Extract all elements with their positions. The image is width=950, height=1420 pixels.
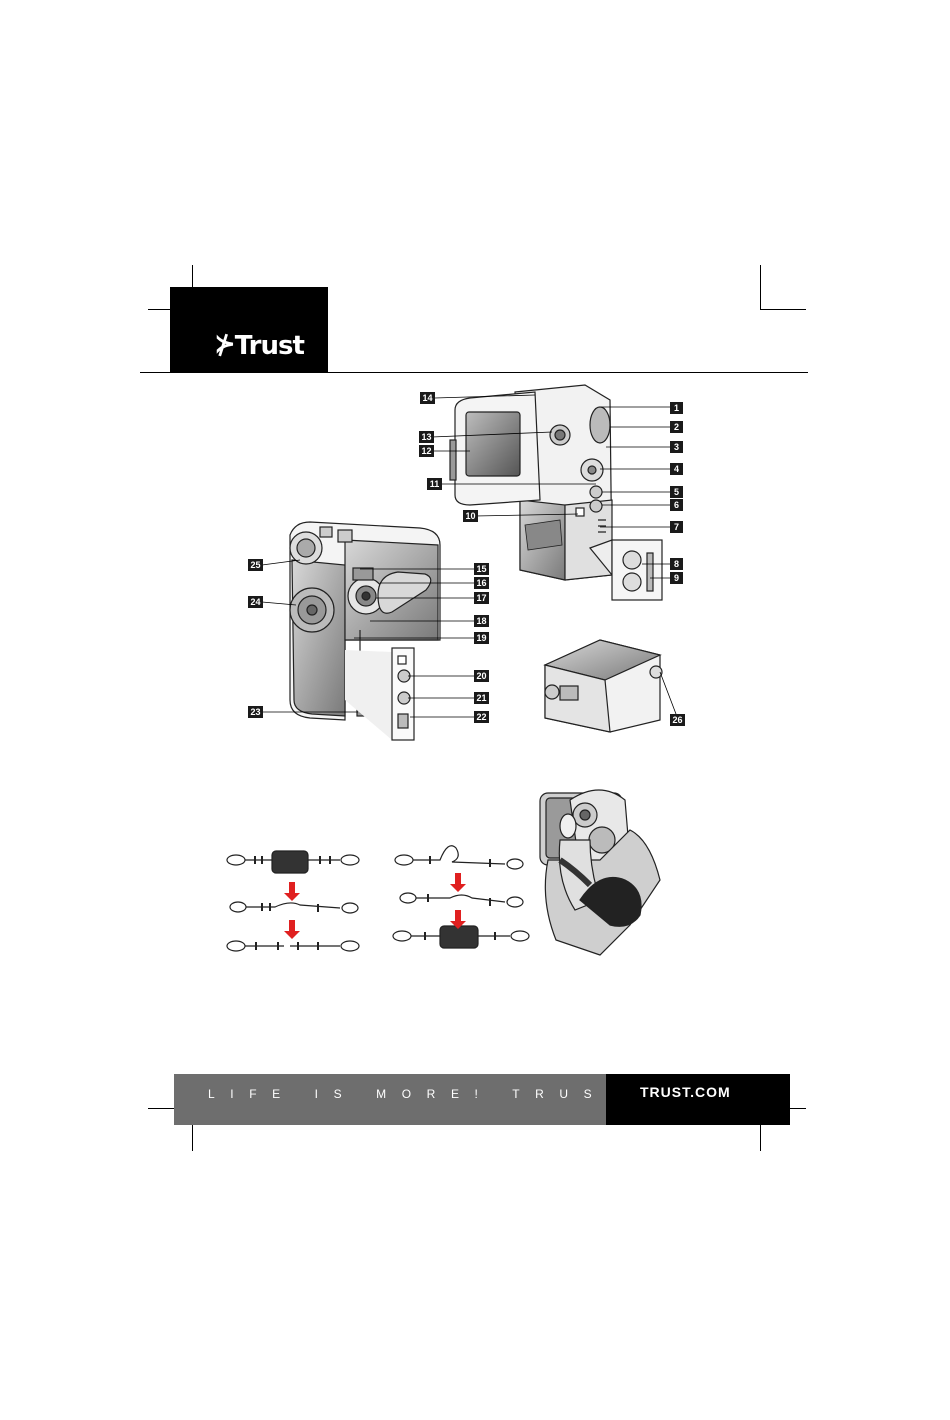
svg-text:11: 11 (430, 479, 440, 489)
callout-7: 7 (670, 521, 683, 533)
svg-text:16: 16 (476, 578, 486, 588)
svg-text:8: 8 (674, 559, 679, 569)
callout-25: 25 (248, 559, 263, 571)
svg-text:7: 7 (674, 522, 679, 532)
callout-15: 15 (474, 563, 489, 575)
callout-1: 1 (670, 402, 683, 414)
callout-19: 19 (474, 632, 489, 644)
footer-url[interactable]: TRUST.COM (640, 1083, 731, 1101)
svg-text:2: 2 (674, 422, 679, 432)
callout-5: 5 (670, 486, 683, 498)
svg-text:13: 13 (421, 432, 431, 442)
callout-12: 12 (419, 445, 434, 457)
svg-text:12: 12 (421, 446, 431, 456)
svg-text:15: 15 (476, 564, 486, 574)
callout-23: 23 (248, 706, 263, 718)
callout-8: 8 (670, 558, 683, 570)
callout-4: 4 (670, 463, 683, 475)
camera-base-view (545, 640, 662, 732)
svg-text:21: 21 (476, 693, 486, 703)
svg-text:20: 20 (476, 671, 486, 681)
callout-16: 16 (474, 577, 489, 589)
callout-22: 22 (474, 711, 489, 723)
svg-text:1: 1 (674, 403, 679, 413)
callout-21: 21 (474, 692, 489, 704)
svg-text:10: 10 (465, 511, 475, 521)
camera-rear-view (450, 385, 612, 580)
svg-text:25: 25 (250, 560, 260, 570)
svg-text:6: 6 (674, 500, 679, 510)
svg-text:18: 18 (476, 616, 486, 626)
callout-9: 9 (670, 572, 683, 584)
svg-text:3: 3 (674, 442, 679, 452)
svg-text:19: 19 (476, 633, 486, 643)
svg-text:26: 26 (672, 715, 682, 725)
callout-6: 6 (670, 499, 683, 511)
strap-steps-middle (393, 846, 529, 948)
callout-26: 26 (670, 714, 685, 726)
callout-3: 3 (670, 441, 683, 453)
callout-2: 2 (670, 421, 683, 433)
svg-text:23: 23 (250, 707, 260, 717)
callout-18: 18 (474, 615, 489, 627)
callout-14: 14 (420, 392, 435, 404)
callout-20: 20 (474, 670, 489, 682)
callout-13: 13 (419, 431, 434, 443)
connector-panel-inset (345, 648, 414, 740)
svg-text:5: 5 (674, 487, 679, 497)
callout-10: 10 (463, 510, 478, 522)
svg-text:24: 24 (250, 597, 260, 607)
strap-arrows-middle (450, 873, 466, 929)
svg-text:4: 4 (674, 464, 679, 474)
svg-text:14: 14 (422, 393, 432, 403)
svg-text:22: 22 (476, 712, 486, 722)
strap-arrows-left (284, 882, 300, 939)
callout-24: 24 (248, 596, 263, 608)
hand-holding-camera-illustration (540, 790, 660, 955)
svg-text:9: 9 (674, 573, 679, 583)
callout-11: 11 (427, 478, 442, 490)
svg-text:17: 17 (476, 593, 486, 603)
callout-17: 17 (474, 592, 489, 604)
